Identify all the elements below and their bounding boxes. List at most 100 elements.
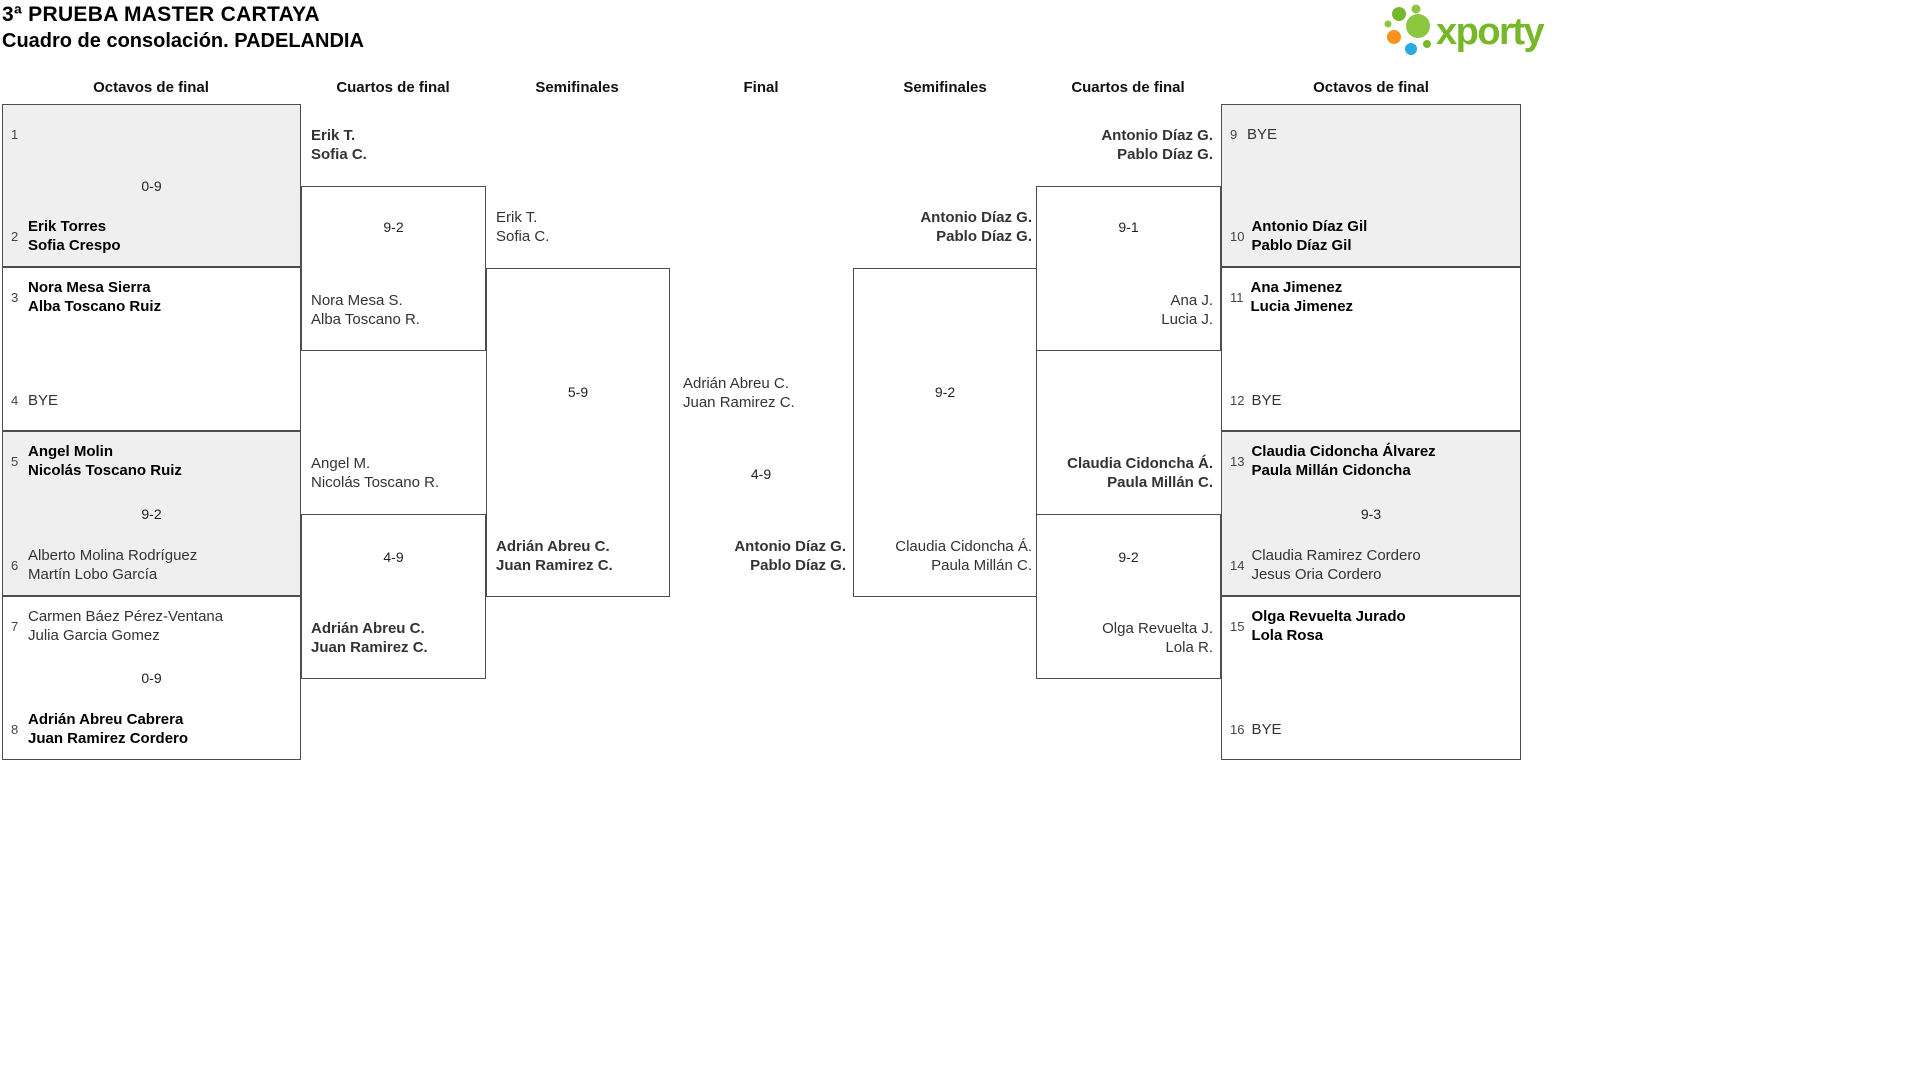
match-cuartos-left-2-box	[301, 514, 486, 679]
team-names: Adrián Abreu Cabrera Juan Ramirez Corder…	[28, 710, 188, 748]
player-name: Paula Millán C.	[1107, 474, 1213, 491]
player-name: Adrián Abreu Cabrera	[28, 711, 184, 728]
page-subtitle: Cuadro de consolación. PADELANDIA	[2, 30, 364, 52]
cuartos-left-2-score: 4-9	[383, 549, 404, 565]
match-slot-top: 7 Carmen Báez Pérez-Ventana Julia Garcia…	[11, 607, 292, 645]
player-name: BYE	[1251, 721, 1282, 738]
player-name: Julia Garcia Gomez	[28, 627, 160, 644]
team-names: Alberto Molina Rodríguez Martín Lobo Gar…	[28, 546, 197, 584]
player-name: Claudia Cidoncha Álvarez	[1251, 443, 1436, 460]
player-name: Juan Ramirez C.	[496, 557, 613, 574]
cuartos-left-2-team-bottom: Adrián Abreu C. Juan Ramirez C.	[311, 619, 428, 657]
match-semifinal-left-box	[486, 268, 670, 597]
cuartos-left-1-score: 9-2	[383, 219, 404, 235]
player-name: Sofia C.	[311, 146, 367, 163]
cuartos-right-1-team-top: Antonio Díaz G. Pablo Díaz G.	[1101, 126, 1213, 164]
cuartos-right-2-team-top: Claudia Cidoncha Á. Paula Millán C.	[1067, 454, 1213, 492]
match-octavos-right-4: 15 Olga Revuelta Jurado Lola Rosa 16 BYE	[1221, 596, 1521, 760]
player-name: Alba Toscano R.	[311, 311, 420, 328]
team-names: Angel Molin Nicolás Toscano Ruiz	[28, 442, 182, 480]
team-names: Ana Jimenez Lucia Jimenez	[1251, 278, 1354, 316]
round-header-cuartos-left: Cuartos de final	[336, 79, 450, 96]
match-slot-bottom: 4 BYE	[11, 391, 292, 410]
player-name: Pablo Díaz G.	[936, 228, 1032, 245]
player-name: Adrián Abreu C.	[683, 375, 789, 392]
final-score: 4-9	[750, 466, 772, 482]
player-name: Nicolás Toscano Ruiz	[28, 462, 182, 479]
player-name: Nora Mesa Sierra	[28, 279, 151, 296]
team-names: Claudia Cidoncha Álvarez Paula Millán Ci…	[1251, 442, 1435, 480]
seed-number: 7	[11, 618, 19, 634]
team-names: Erik Torres Sofia Crespo	[28, 217, 121, 255]
player-name: Paula Millán Cidoncha	[1251, 462, 1411, 479]
player-name: Juan Ramirez C.	[683, 394, 795, 411]
player-name: Sofia C.	[496, 228, 550, 245]
round-header-semis-left: Semifinales	[535, 79, 619, 96]
semifinal-right-team-top: Antonio Díaz G. Pablo Díaz G.	[920, 208, 1032, 246]
seed-number: 5	[11, 453, 19, 469]
match-slot-top: 11 Ana Jimenez Lucia Jimenez	[1230, 278, 1512, 316]
player-name: Juan Ramirez Cordero	[28, 730, 189, 747]
match-slot-bottom: 10 Antonio Díaz Gil Pablo Díaz Gil	[1230, 217, 1512, 255]
match-cuartos-left-1-box	[301, 186, 486, 351]
team-names: BYE	[1251, 720, 1281, 739]
match-octavos-right-1: 9 BYE 10 Antonio Díaz Gil Pablo Díaz Gil	[1221, 104, 1521, 267]
player-name: Juan Ramirez C.	[311, 639, 428, 656]
match-slot-bottom: 8 Adrián Abreu Cabrera Juan Ramirez Cord…	[11, 710, 292, 748]
seed-number: 8	[11, 721, 19, 737]
seed-number: 6	[11, 557, 19, 573]
semifinal-right-score: 9-2	[934, 384, 956, 400]
player-name: Pablo Díaz G.	[1117, 146, 1213, 163]
match-slot-bottom: 6 Alberto Molina Rodríguez Martín Lobo G…	[11, 546, 292, 584]
cuartos-right-2-team-bottom: Olga Revuelta J. Lola R.	[1102, 619, 1213, 657]
page-title: 3ª PRUEBA MASTER CARTAYA	[2, 3, 320, 26]
player-name: Erik Torres	[28, 218, 107, 235]
seed-number: 14	[1230, 557, 1245, 573]
match-slot-top: 13 Claudia Cidoncha Álvarez Paula Millán…	[1230, 442, 1512, 480]
semifinal-left-score: 5-9	[567, 384, 589, 400]
player-name: Antonio Díaz G.	[1101, 127, 1213, 144]
final-team-top: Adrián Abreu C. Juan Ramirez C.	[683, 374, 795, 412]
player-name: Sofia Crespo	[28, 237, 121, 254]
cuartos-left-1-team-bottom: Nora Mesa S. Alba Toscano R.	[311, 291, 420, 329]
player-name: Lucia J.	[1161, 311, 1213, 328]
seed-number: 12	[1230, 393, 1245, 408]
match-slot-bottom: 12 BYE	[1230, 391, 1512, 410]
player-name: Martín Lobo García	[28, 566, 158, 583]
match-slot-bottom: 2 Erik Torres Sofia Crespo	[11, 217, 292, 255]
player-name: Pablo Díaz G.	[750, 557, 846, 574]
match-cuartos-right-1-box	[1036, 186, 1221, 351]
team-names: Carmen Báez Pérez-Ventana Julia Garcia G…	[28, 607, 223, 645]
seed-number: 1	[11, 126, 19, 142]
seed-number: 2	[11, 228, 19, 244]
player-name: Carmen Báez Pérez-Ventana	[28, 608, 224, 625]
match-score: 9-3	[1360, 505, 1382, 522]
cuartos-right-1-score: 9-1	[1118, 219, 1139, 235]
player-name: Adrián Abreu C.	[311, 620, 425, 637]
player-name: Nicolás Toscano R.	[311, 474, 440, 491]
player-name: Olga Revuelta J.	[1102, 620, 1213, 637]
player-name: Angel M.	[311, 455, 371, 472]
player-name: Erik T.	[311, 127, 356, 144]
player-name: Claudia Cidoncha Á.	[895, 538, 1032, 555]
player-name: Jesus Oria Cordero	[1251, 566, 1382, 583]
match-slot-top: 9 BYE	[1230, 125, 1512, 144]
match-slot-bottom: 14 Claudia Ramirez Cordero Jesus Oria Co…	[1230, 546, 1512, 584]
player-name: BYE	[1251, 392, 1282, 409]
cuartos-right-1-team-bottom: Ana J. Lucia J.	[1161, 291, 1213, 329]
xporty-logo: xporty	[1381, 2, 1545, 63]
match-semifinal-right-box	[853, 268, 1037, 597]
player-name: Ana Jimenez	[1250, 279, 1343, 296]
player-name: Lola R.	[1165, 639, 1213, 656]
player-name: BYE	[1247, 126, 1278, 143]
player-name: Olga Revuelta Jurado	[1251, 608, 1406, 625]
player-name: Antonio Díaz G.	[734, 538, 846, 555]
team-names: BYE	[28, 391, 58, 410]
match-cuartos-right-2-box	[1036, 514, 1221, 679]
seed-number: 11	[1230, 289, 1244, 305]
final-winner-team: Antonio Díaz G. Pablo Díaz G.	[734, 537, 846, 575]
round-header-octavos-right: Octavos de final	[1313, 79, 1429, 96]
match-score: 0-9	[141, 670, 162, 686]
player-name: Antonio Díaz G.	[920, 209, 1032, 226]
